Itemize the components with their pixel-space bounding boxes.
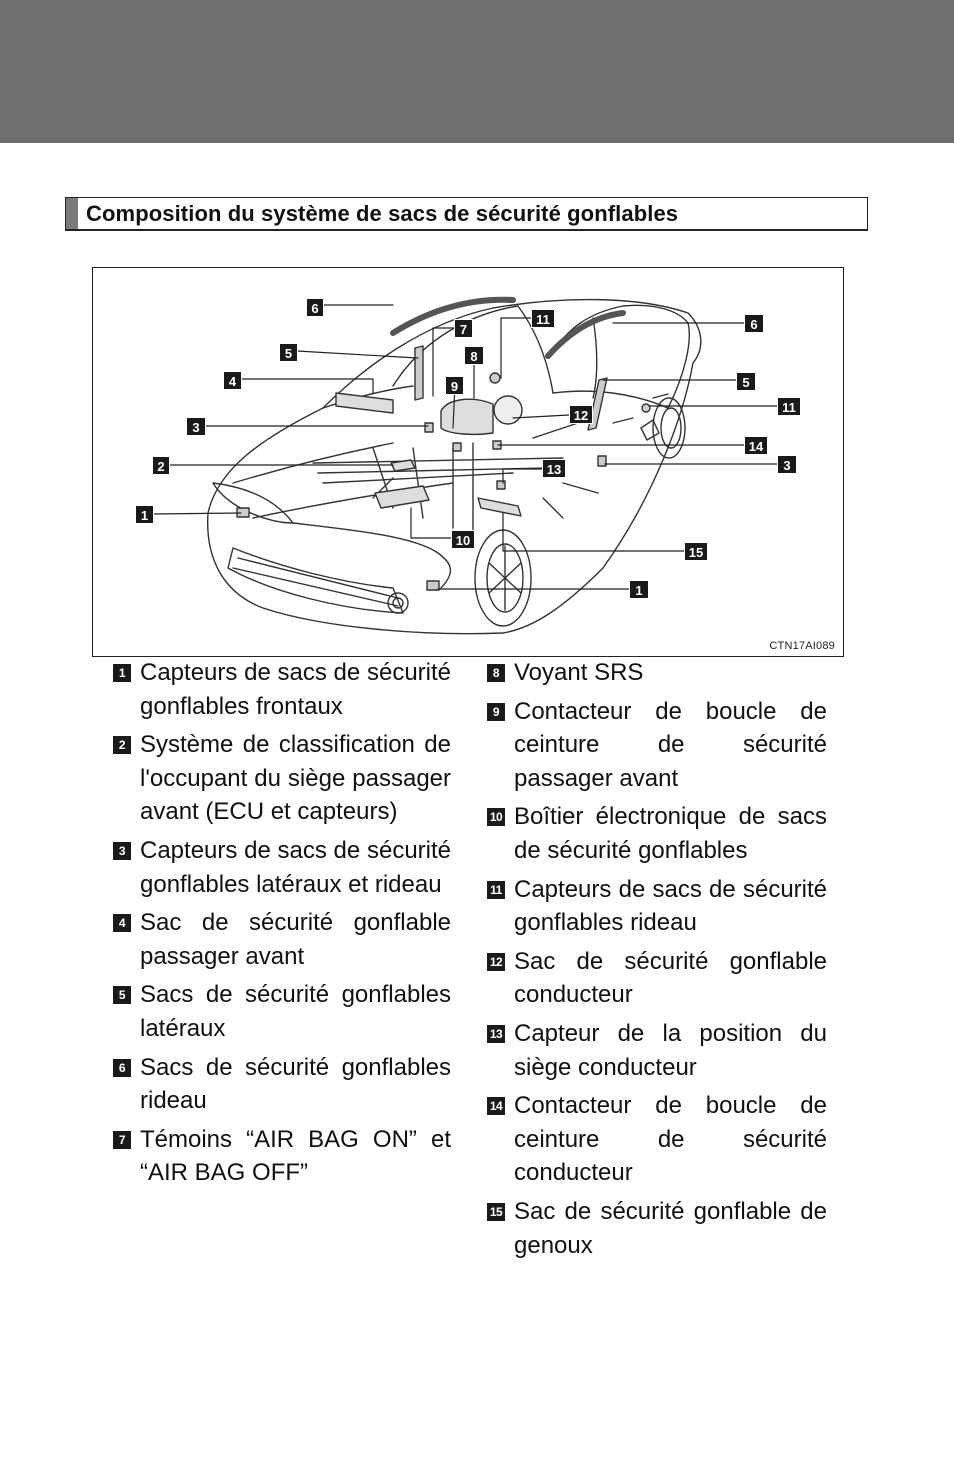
- legend-item: 8 Voyant SRS: [487, 656, 827, 690]
- number-badge: 11: [487, 880, 505, 899]
- number-badge: 8: [487, 664, 505, 682]
- legend-text: Capteurs de sacs de sécurité gonflables …: [140, 836, 451, 898]
- legend-text: Sac de sécurité gonflable passager avant: [140, 909, 451, 970]
- legend-item: 6 Sacs de sécurité gonflables rideau: [113, 1051, 451, 1118]
- legend-left-column: 1 Capteurs de sacs de sécurité gonflable…: [113, 656, 451, 1195]
- legend-item: 2 Système de classification de l'occupan…: [113, 728, 451, 829]
- legend-text: Capteur de la position du siège conducte…: [514, 1019, 827, 1081]
- callout-14: 14: [744, 436, 768, 455]
- number-badge: 15: [487, 1202, 505, 1221]
- callout-11: 11: [531, 309, 555, 328]
- number-badge: 9: [487, 702, 505, 721]
- number-badge: 13: [487, 1024, 505, 1043]
- callout-5: 5: [279, 343, 298, 362]
- legend-text: Sac de sécurité gonflable conducteur: [514, 947, 827, 1009]
- car-illustration: [151, 296, 778, 635]
- legend-text: Sacs de sécurité gonflables rideau: [140, 1053, 451, 1115]
- number-badge: 7: [113, 1130, 131, 1149]
- number-badge: 14: [487, 1097, 505, 1116]
- callout-3: 3: [186, 417, 206, 436]
- section-title: Composition du système de sacs de sécuri…: [86, 200, 679, 226]
- callout-6: 6: [744, 314, 764, 333]
- callout-12: 12: [569, 405, 593, 424]
- legend-item: 7 Témoins “AIR BAG ON” et “AIR BAG OFF”: [113, 1123, 451, 1190]
- number-badge: 5: [113, 986, 131, 1005]
- number-badge: 12: [487, 952, 505, 971]
- callout-9: 9: [445, 376, 464, 395]
- callout-10: 10: [451, 530, 475, 549]
- legend-item: 3 Capteurs de sacs de sécurité gonflable…: [113, 834, 451, 901]
- legend-text: Contacteur de boucle de ceinture de sécu…: [514, 1092, 827, 1187]
- section-heading: Composition du système de sacs de sécuri…: [65, 197, 868, 231]
- heading-marker: [66, 198, 78, 229]
- legend-item: 11 Capteurs de sacs de sécurité gonflabl…: [487, 873, 827, 940]
- legend-item: 9 Contacteur de boucle de ceinture de sé…: [487, 695, 827, 796]
- legend-text: Voyant SRS: [514, 659, 644, 686]
- callout-13: 13: [542, 459, 566, 478]
- image-code: CTN17AI089: [769, 640, 835, 652]
- legend-text: Sac de sécurité gonflable de genoux: [514, 1197, 827, 1259]
- number-badge: 2: [113, 736, 131, 755]
- legend-text: Sacs de sécurité gonflables latéraux: [140, 981, 451, 1042]
- legend-item: 1 Capteurs de sacs de sécurité gonflable…: [113, 656, 451, 723]
- callout-11: 11: [777, 397, 801, 416]
- number-badge: 6: [113, 1058, 131, 1077]
- airbag-system-diagram: 6 7 11 6 5 8 5 4 9 12 11 3 14 3 2 13 1 1…: [92, 267, 844, 657]
- callout-15: 15: [684, 542, 708, 561]
- callout-1: 1: [135, 505, 154, 524]
- legend-item: 15 Sac de sécurité gonflable de genoux: [487, 1195, 827, 1262]
- legend-text: Capteurs de sacs de sécurité gonflables …: [514, 875, 827, 937]
- callout-8: 8: [464, 346, 484, 365]
- callout-6: 6: [306, 298, 324, 317]
- legend-item: 5 Sacs de sécurité gonflables latéraux: [113, 978, 451, 1045]
- callout-1: 1: [629, 580, 649, 599]
- callout-4: 4: [223, 371, 242, 390]
- legend-item: 10 Boîtier électronique de sacs de sécur…: [487, 800, 827, 867]
- number-badge: 4: [113, 914, 131, 933]
- legend-text: Boîtier électronique de sacs de sécurité…: [514, 803, 827, 864]
- callout-7: 7: [454, 319, 473, 338]
- callout-3: 3: [777, 455, 797, 474]
- number-badge: 10: [487, 808, 505, 827]
- legend-text: Système de classification de l'occupant …: [140, 731, 451, 826]
- legend-right-column: 8 Voyant SRS 9 Contacteur de boucle de c…: [487, 656, 827, 1267]
- legend-item: 12 Sac de sécurité gonflable conducteur: [487, 945, 827, 1012]
- legend-text: Témoins “AIR BAG ON” et “AIR BAG OFF”: [140, 1125, 451, 1187]
- number-badge: 3: [113, 841, 131, 860]
- callout-5: 5: [736, 372, 756, 391]
- legend-text: Capteurs de sacs de sécurité gonflables …: [140, 659, 451, 720]
- legend-item: 4 Sac de sécurité gonflable passager ava…: [113, 906, 451, 973]
- page-header-band: [0, 0, 954, 143]
- callout-2: 2: [152, 456, 170, 475]
- legend-item: 14 Contacteur de boucle de ceinture de s…: [487, 1089, 827, 1190]
- legend-item: 13 Capteur de la position du siège condu…: [487, 1017, 827, 1084]
- number-badge: 1: [113, 664, 131, 682]
- legend-text: Contacteur de boucle de ceinture de sécu…: [514, 697, 827, 792]
